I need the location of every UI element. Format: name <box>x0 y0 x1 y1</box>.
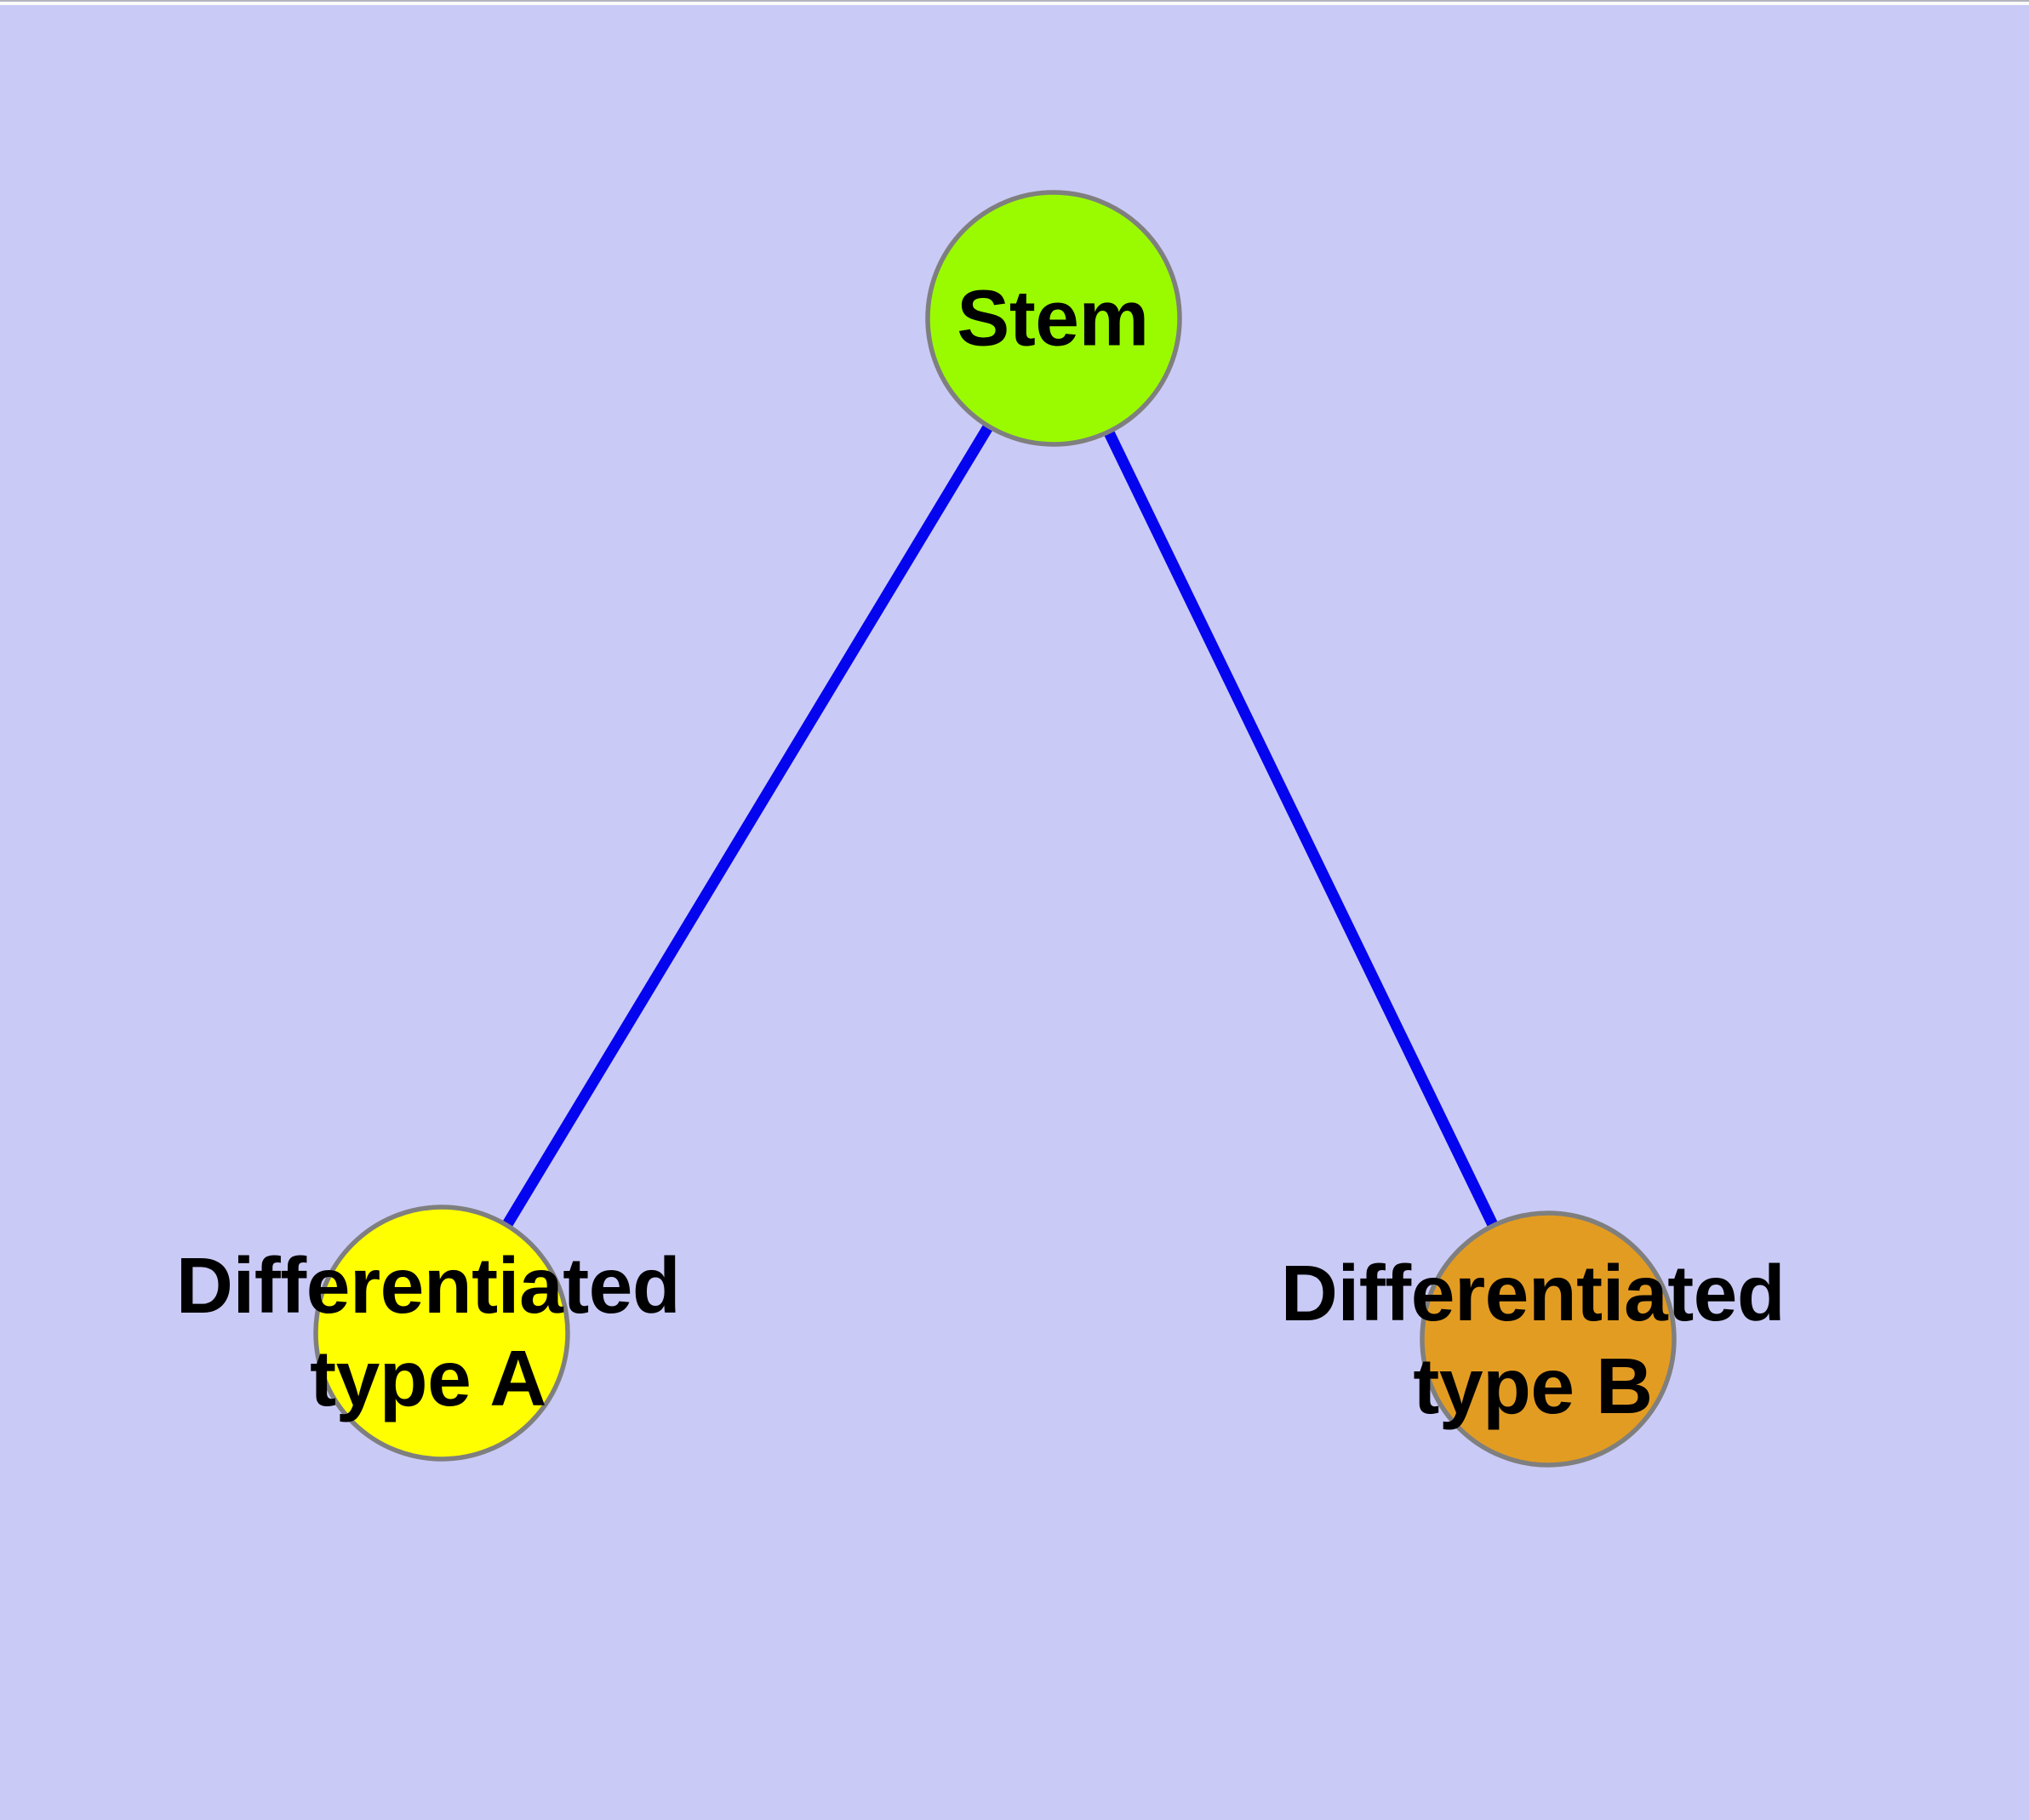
node-type-a-circle <box>313 1205 570 1462</box>
node-stem-circle <box>925 190 1182 447</box>
node-type-b-circle <box>1420 1210 1677 1468</box>
node-type-b-label: Differentiated type B <box>1280 1249 1786 1430</box>
edge-stem-to-type-b <box>1049 316 1553 1342</box>
node-type-a-label: Differentiated type A <box>175 1241 681 1422</box>
edge-stem-to-type-a <box>437 315 1059 1336</box>
node-stem-label: Stem <box>957 273 1149 363</box>
window-top-edge <box>0 0 2029 5</box>
